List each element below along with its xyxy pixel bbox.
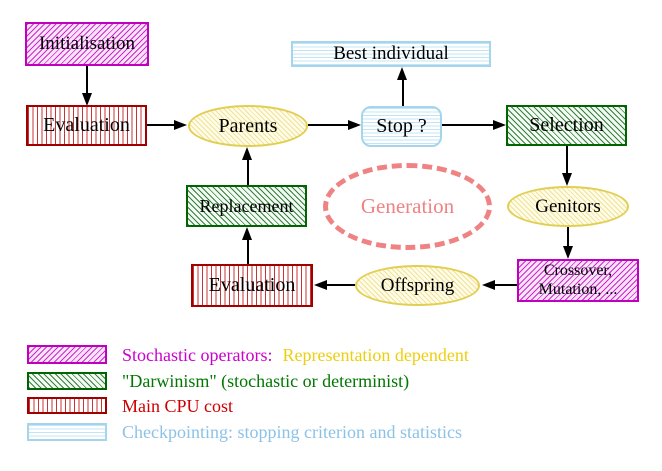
node-crossover-mutation-label: Crossover, Mutation, ... <box>539 262 618 299</box>
legend-text-stochastic: Stochastic operators: <box>122 345 273 365</box>
node-selection: Selection <box>506 105 627 146</box>
arrow-genitors-to-crossover-head <box>563 246 573 259</box>
node-crossover-mutation: Crossover, Mutation, ... <box>517 259 639 302</box>
legend-text-representation: Representation dependent <box>282 345 469 365</box>
node-evaluation-top: Evaluation <box>26 105 147 146</box>
node-offspring: Offspring <box>355 265 480 306</box>
arrow-stop-to-selection <box>442 124 494 126</box>
arrow-evaluation-to-parents <box>147 124 175 126</box>
node-evaluation-bottom-label: Evaluation <box>208 274 296 296</box>
arrow-evaluation-to-replacement <box>247 239 249 264</box>
legend-swatch-checkpointing <box>27 423 107 441</box>
arrow-initialisation-to-evaluation <box>86 66 88 94</box>
arrow-offspring-to-evaluation <box>326 284 355 286</box>
arrow-selection-to-genitors-head <box>562 173 572 186</box>
arrow-stop-to-best-head <box>397 67 407 80</box>
node-initialisation-label: Initialisation <box>38 33 136 54</box>
node-stop-label: Stop ? <box>376 115 427 137</box>
node-offspring-label: Offspring <box>380 274 455 296</box>
node-selection-label: Selection <box>529 114 604 136</box>
arrow-replacement-to-parents-head <box>242 147 252 160</box>
arrow-initialisation-to-evaluation-head <box>82 93 92 106</box>
legend-label-stochastic-operators: Stochastic operators: Representation depe… <box>122 345 469 366</box>
arrow-evaluation-to-parents-head <box>174 120 187 130</box>
node-stop: Stop ? <box>361 106 442 147</box>
crossover-line1: Crossover, <box>543 262 613 280</box>
legend-swatch-darwinism <box>27 372 107 390</box>
arrow-genitors-to-crossover <box>567 227 569 247</box>
node-parents-label: Parents <box>218 114 278 137</box>
legend-label-checkpointing: Checkpointing: stopping criterion and st… <box>122 422 462 442</box>
arrow-offspring-to-evaluation-head <box>314 280 327 290</box>
arrow-parents-to-stop <box>308 124 349 126</box>
arrow-stop-to-best <box>402 79 404 106</box>
generation-cycle-ellipse: Generation <box>323 163 492 250</box>
node-parents: Parents <box>188 105 308 147</box>
node-replacement-label: Replacement <box>199 195 294 216</box>
legend-swatch-stochastic-operators <box>27 345 107 364</box>
arrow-crossover-to-offspring-head <box>482 280 495 290</box>
arrow-replacement-to-parents <box>247 159 249 185</box>
generation-label: Generation <box>360 194 455 218</box>
node-replacement: Replacement <box>186 185 307 227</box>
arrow-parents-to-stop-head <box>348 120 361 130</box>
arrow-evaluation-to-replacement-head <box>242 227 252 240</box>
node-initialisation: Initialisation <box>25 22 149 66</box>
legend-swatch-cpu-cost <box>27 397 107 414</box>
node-best-individual-label: Best individual <box>333 43 449 64</box>
node-evaluation-bottom: Evaluation <box>191 264 313 307</box>
legend-label-darwinism: "Darwinism" (stochastic or determinist) <box>122 371 410 391</box>
arrow-selection-to-genitors <box>566 145 568 174</box>
arrow-crossover-to-offspring <box>494 284 517 286</box>
node-genitors: Genitors <box>507 186 629 227</box>
node-genitors-label: Genitors <box>535 195 601 217</box>
node-best-individual: Best individual <box>291 41 491 67</box>
legend-label-cpu-cost: Main CPU cost <box>122 396 234 416</box>
arrow-stop-to-selection-head <box>493 120 506 130</box>
node-evaluation-top-label: Evaluation <box>43 114 130 136</box>
crossover-line2: Mutation, ... <box>538 280 618 298</box>
